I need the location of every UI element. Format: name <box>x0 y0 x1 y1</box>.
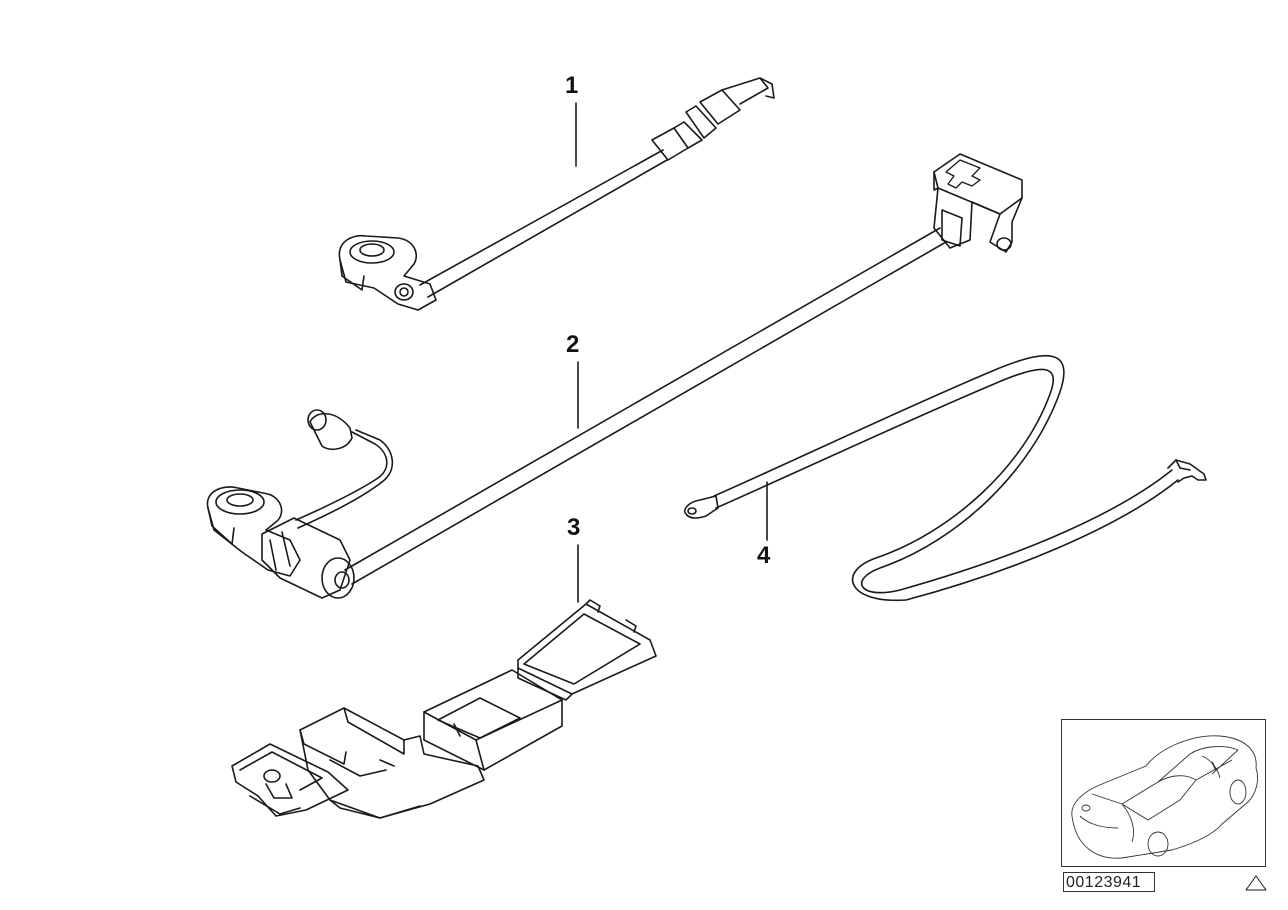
warning-triangle-icon <box>1245 875 1267 891</box>
callout-3: 3 <box>567 514 581 541</box>
callout-4: 4 <box>757 542 771 569</box>
callout-2: 2 <box>566 331 580 358</box>
part-1-battery-cable <box>338 77 775 311</box>
part-3-terminal-cover <box>231 599 657 819</box>
diagram-id-label: 00123941 <box>1063 872 1155 892</box>
part-2-positive-cable <box>206 153 1023 599</box>
vehicle-location-thumbnail <box>1061 719 1266 867</box>
callout-1: 1 <box>565 72 579 99</box>
part-4-ground-cable <box>684 354 1207 602</box>
car-outline-icon <box>1071 735 1259 859</box>
